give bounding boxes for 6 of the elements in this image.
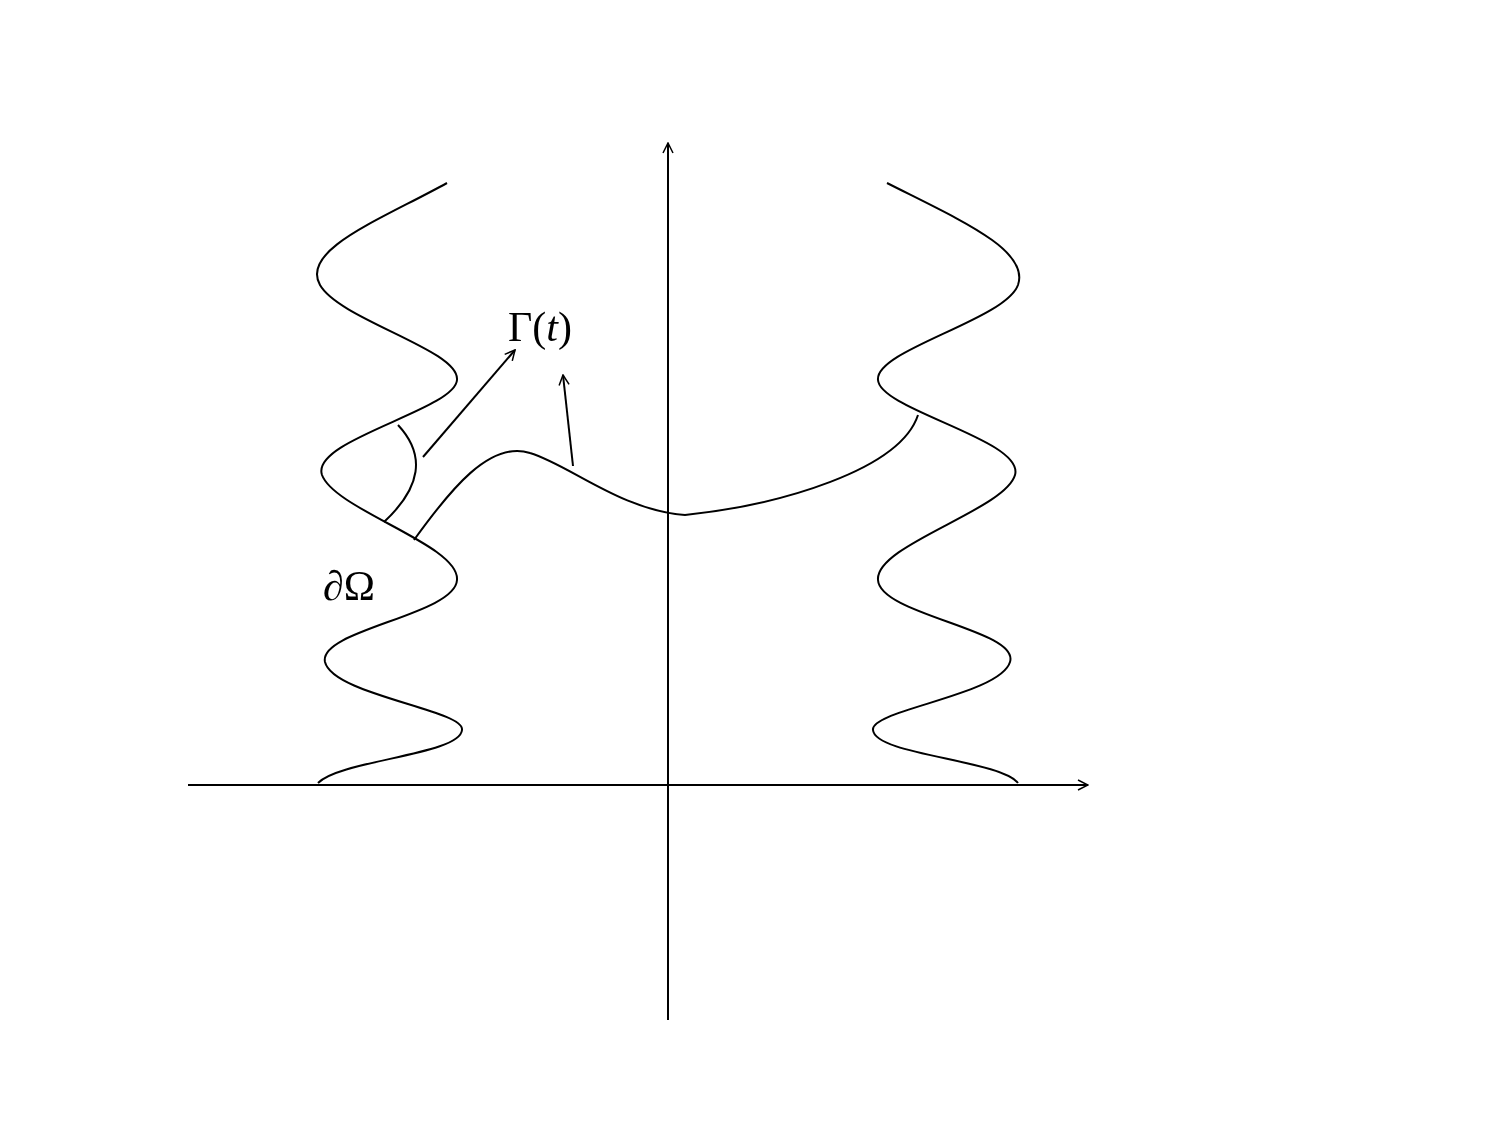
curve-label: Γ(t): [508, 306, 572, 348]
leader-arrow: [422, 349, 516, 458]
interface-curve: [383, 424, 417, 523]
interface-curve: [413, 414, 919, 541]
boundary-label: ∂Ω: [323, 565, 375, 607]
leader-arrow: [558, 374, 574, 467]
